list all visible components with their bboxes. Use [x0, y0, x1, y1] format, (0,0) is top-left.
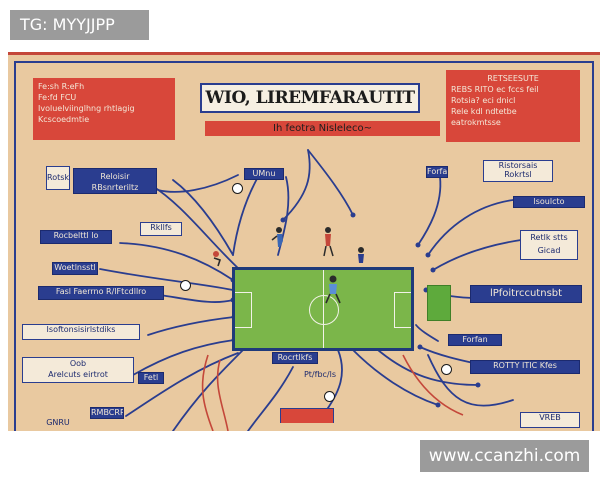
ball-icon	[441, 364, 452, 375]
node-label-line: Ristorsais	[498, 161, 538, 170]
pitch-penalty-box-left	[235, 292, 252, 328]
diagram-title: WIO, LIREMFARAUTIT	[200, 83, 420, 113]
ball-icon	[232, 183, 243, 194]
node-label: Rocbelttl lo	[40, 230, 112, 244]
node-label: Ristorsais Rokrtsl	[483, 160, 553, 182]
node-label: Rotskkr	[46, 166, 70, 190]
panel-line: Kcscoedmtie	[38, 115, 90, 124]
pitch-center-circle	[309, 295, 339, 325]
player-icon	[213, 251, 222, 267]
player-icon	[271, 227, 283, 247]
node-label: VREB	[520, 412, 580, 428]
node-label: Fetl	[138, 372, 164, 384]
panel-line: Ivoluelviinglhng rhtlagig	[38, 104, 135, 113]
mini-pitch-icon	[427, 285, 451, 321]
node-label-line: Retlk stts	[530, 233, 568, 242]
node-label: Reloisir RBsnrteriltz	[73, 168, 157, 194]
node-label-line: Gicad	[537, 246, 561, 255]
node-label: Forfan	[448, 334, 502, 346]
node-label-line: RBsnrteriltz	[91, 183, 139, 192]
node-label: Retlk stts Gicad	[520, 230, 578, 260]
node-label: Forfan	[426, 166, 448, 178]
panel-line: Fe:sh R:eFh	[38, 82, 85, 91]
diagram-subtitle: Ih feotra Nisleleco~	[205, 121, 440, 136]
panel-heading: RETSEESUTE	[487, 74, 539, 83]
node-label: lPfoitrccutnsbt	[470, 285, 582, 303]
node-label: UMnu	[244, 168, 284, 180]
panel-line: REBS RITO ec fccs feil	[451, 85, 539, 94]
node-label: Rocrtlkfs	[272, 352, 318, 364]
player-icon	[358, 247, 364, 263]
panel-line: eatrokmtsse	[451, 118, 501, 127]
panel-line: Rotsia? eci dnicl	[451, 96, 516, 105]
connector-lines	[99, 149, 522, 431]
node-label: lsoulcto	[513, 196, 585, 208]
watermark-bottom-right: www.ccanzhi.com	[420, 440, 589, 472]
node-label: Woetlnsstl	[52, 262, 98, 275]
info-panel-left: Fe:sh R:eFh Fe:fd FCU Ivoluelviinglhng r…	[33, 78, 175, 140]
node-label: RMBCRR	[90, 407, 124, 419]
node-label: ROTTY ITIC Kfes	[470, 360, 580, 374]
player-icon	[323, 227, 334, 257]
player-icon	[325, 275, 341, 304]
panel-line: Fe:fd FCU	[38, 93, 77, 102]
ball-icon	[324, 391, 335, 402]
node-label: Pt/fbc/ls	[303, 370, 337, 379]
node-label: Isoftonsisirlstdiks	[22, 324, 140, 340]
node-label: GNRU	[46, 418, 70, 427]
node-label-line: Reloisir	[100, 172, 130, 181]
node-label: Rkllfs	[140, 222, 182, 236]
bottom-red-tab	[280, 408, 334, 423]
ball-icon	[180, 280, 191, 291]
node-label: Oob Arelcuts eirtrot	[22, 357, 134, 383]
pitch-penalty-box-right	[394, 292, 411, 328]
node-label: Fasl Faerrno R/lFtcdllro	[38, 286, 164, 300]
node-label-line: Oob	[69, 359, 87, 368]
football-pitch	[232, 267, 414, 351]
panel-line: Rele kdl ndtetbe	[451, 107, 517, 116]
node-label-line: Arelcuts eirtrot	[48, 370, 108, 379]
node-label-line: Rokrtsl	[504, 170, 532, 179]
poster-frame	[14, 61, 594, 431]
watermark-top-left: TG: MYYJJPP	[10, 10, 149, 40]
info-panel-right: RETSEESUTE REBS RITO ec fccs feil Rotsia…	[446, 70, 580, 142]
